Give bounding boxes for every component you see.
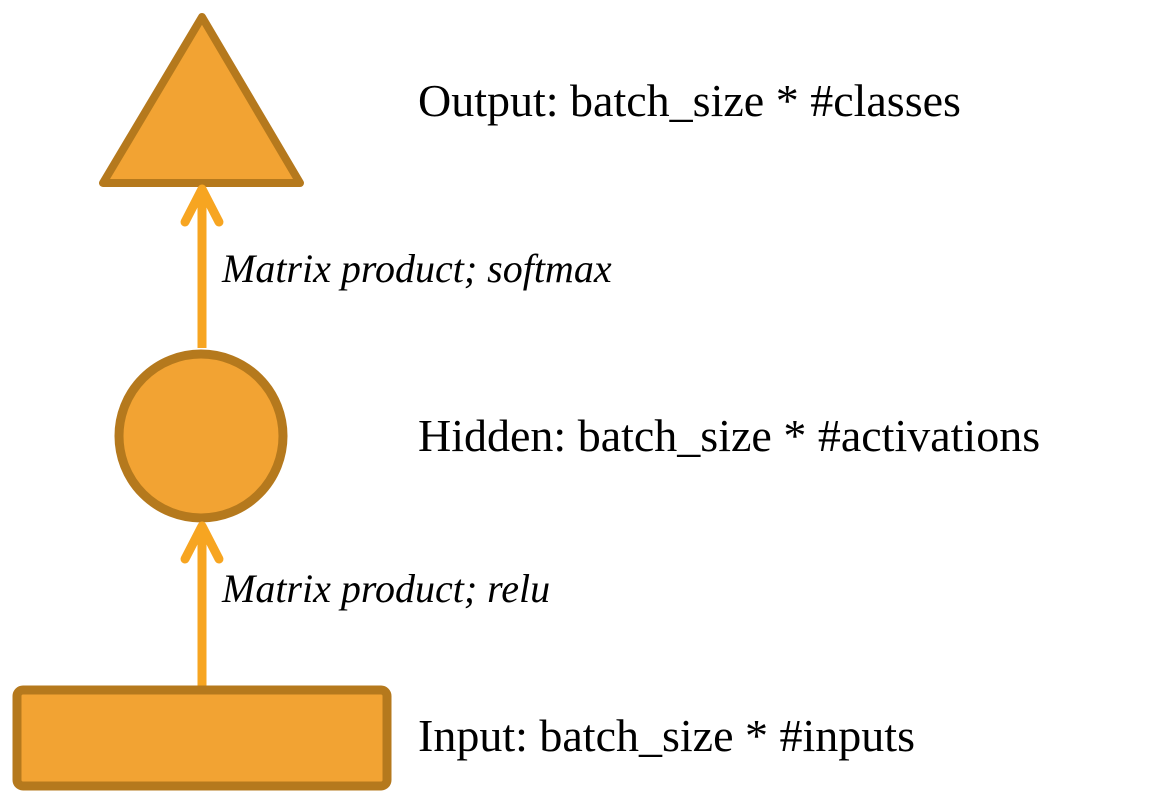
- output-triangle-shape: [99, 13, 304, 187]
- hidden-circle-shape: [114, 349, 288, 523]
- edge-label-softmax: Matrix product; softmax: [222, 246, 612, 291]
- arrow-head-icon: [180, 521, 224, 564]
- edge-label-relu: Matrix product; relu: [222, 566, 551, 611]
- arrow-head-icon: [180, 184, 224, 227]
- arrow-hidden-to-output: [180, 184, 224, 348]
- arrow-input-to-hidden: [180, 521, 224, 688]
- input-rectangle-shape: [12, 685, 392, 791]
- output-node-label: Output: batch_size * #classes: [418, 75, 961, 126]
- hidden-node-label: Hidden: batch_size * #activations: [418, 410, 1041, 461]
- input-node-label: Input: batch_size * #inputs: [418, 710, 915, 761]
